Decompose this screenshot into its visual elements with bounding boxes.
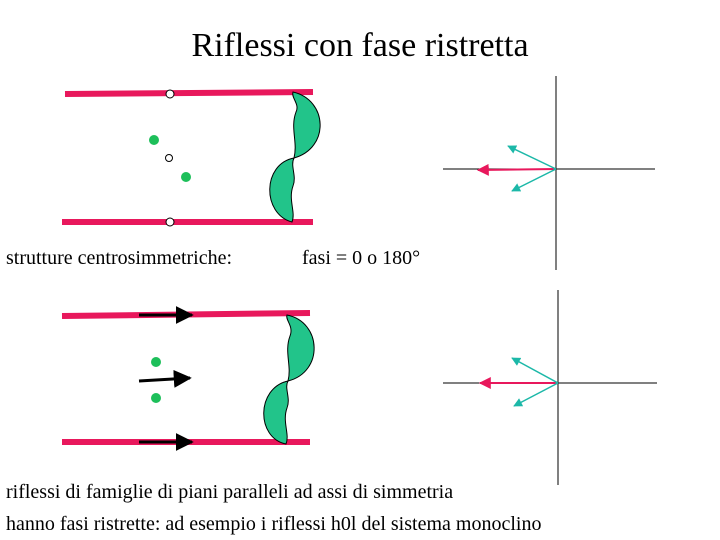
lens-shape-lower <box>269 157 295 223</box>
lens-shape-lower <box>263 380 289 445</box>
atom-open-bottom <box>165 217 175 227</box>
lens-shape-upper <box>292 91 321 159</box>
bottom-structure-diagram <box>61 306 315 451</box>
label-centrosymmetric: strutture centrosimmetriche: <box>6 247 233 269</box>
bottom-vector-teal-down <box>513 382 559 407</box>
atom-open-center <box>165 154 173 162</box>
atom-green-2 <box>181 172 191 182</box>
caption-line-2: hanno fasi ristrette: ad esempio i rifle… <box>6 513 542 535</box>
page-title: Riflessi con fase ristretta <box>191 27 529 64</box>
caption-line-1: riflessi di famiglie di piani paralleli … <box>6 481 454 503</box>
bottom-phase-diagram <box>443 290 657 485</box>
label-phases: fasi = 0 o 180° <box>302 247 421 269</box>
lens-shape-upper <box>286 314 315 382</box>
top-vector-teal-down <box>511 168 557 192</box>
bottom-vector-teal-up <box>511 357 559 384</box>
atom-green-1 <box>149 135 159 145</box>
atom-green-3 <box>151 357 161 367</box>
top-phase-diagram <box>443 76 655 270</box>
top-vector-teal-up <box>507 145 557 170</box>
top-plane-upper <box>64 89 314 97</box>
axis-arrow-middle <box>138 369 192 388</box>
top-structure-diagram <box>62 89 321 227</box>
top-vector-magenta <box>476 163 557 176</box>
atom-green-4 <box>151 393 161 403</box>
atom-open-top <box>165 89 175 99</box>
